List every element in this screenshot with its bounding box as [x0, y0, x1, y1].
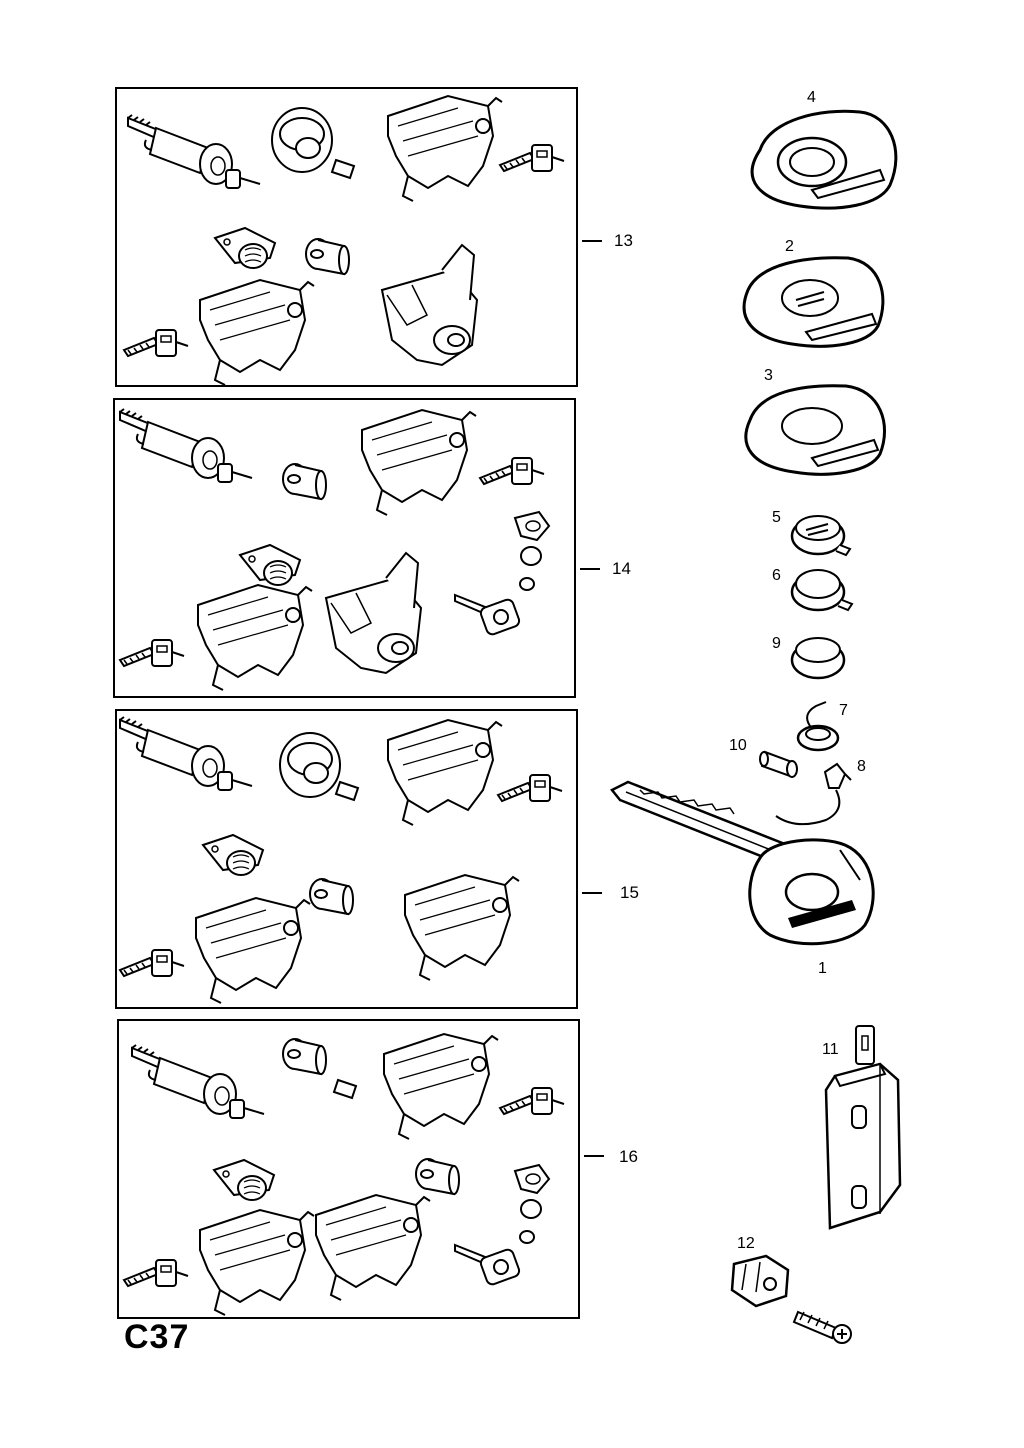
kit-box-16 [117, 1019, 580, 1319]
kit-14-leader [580, 568, 600, 570]
kit-16-leader [584, 1155, 604, 1157]
page-code: C37 [124, 1318, 190, 1356]
part-11-module [824, 1025, 902, 1230]
kit-box-13 [115, 87, 578, 387]
kit-13-label: 13 [614, 231, 633, 250]
part-6-cap [790, 569, 854, 612]
part-4-cover [750, 109, 898, 210]
part-10-pin [759, 750, 798, 778]
part-label-4: 4 [807, 89, 816, 106]
part-label-8: 8 [857, 758, 866, 775]
part-label-1: 1 [818, 960, 827, 977]
kit-16-label: 16 [619, 1147, 638, 1166]
kit-box-15 [115, 709, 578, 1009]
kit-15-label: 15 [620, 883, 639, 902]
part-label-2: 2 [785, 238, 794, 255]
kit-14-parts [119, 408, 550, 691]
kit-14-label: 14 [612, 559, 631, 578]
part-2-cover [742, 256, 885, 348]
kit-13-parts [123, 95, 565, 386]
part-1-key [610, 780, 875, 946]
part-label-9: 9 [772, 635, 781, 652]
kit-16-parts [123, 1033, 565, 1316]
kit-13-leader [582, 240, 602, 242]
part-8-clip [775, 762, 852, 826]
part-12-clip-and-screw [730, 1254, 852, 1344]
part-9-cap [790, 637, 846, 680]
part-5-cap [790, 515, 852, 557]
part-label-6: 6 [772, 567, 781, 584]
part-label-5: 5 [772, 509, 781, 526]
part-3-cover [744, 384, 887, 476]
part-label-3: 3 [764, 367, 773, 384]
part-label-7: 7 [839, 702, 848, 719]
part-label-12: 12 [737, 1235, 755, 1252]
kit-box-14 [113, 398, 576, 698]
part-label-10: 10 [729, 737, 747, 754]
kit-15-parts [119, 716, 563, 1004]
part-7-spring [796, 701, 840, 752]
kit-15-leader [582, 892, 602, 894]
part-label-11: 11 [822, 1041, 839, 1058]
